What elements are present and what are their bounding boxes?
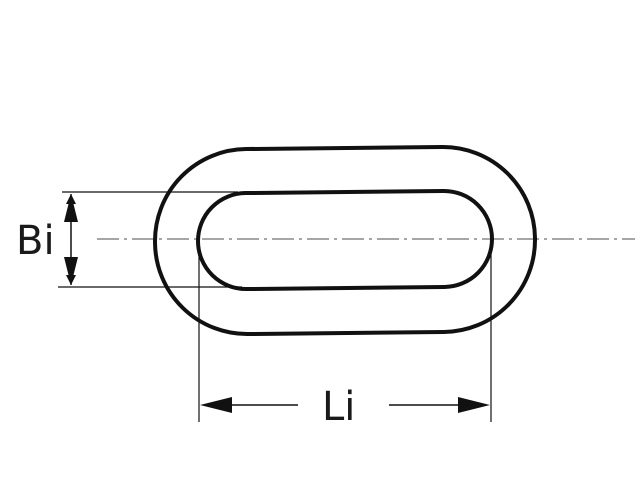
inner-link-outline xyxy=(196,188,494,292)
bi-arrowhead-bottom xyxy=(64,257,78,285)
bi-arrowhead-top xyxy=(64,194,78,222)
li-arrowhead-right xyxy=(458,397,490,413)
bi-label: Bi xyxy=(16,218,55,264)
outer-link-outline xyxy=(153,144,538,337)
li-arrowhead-left xyxy=(200,397,232,413)
li-label: Li xyxy=(322,384,355,430)
